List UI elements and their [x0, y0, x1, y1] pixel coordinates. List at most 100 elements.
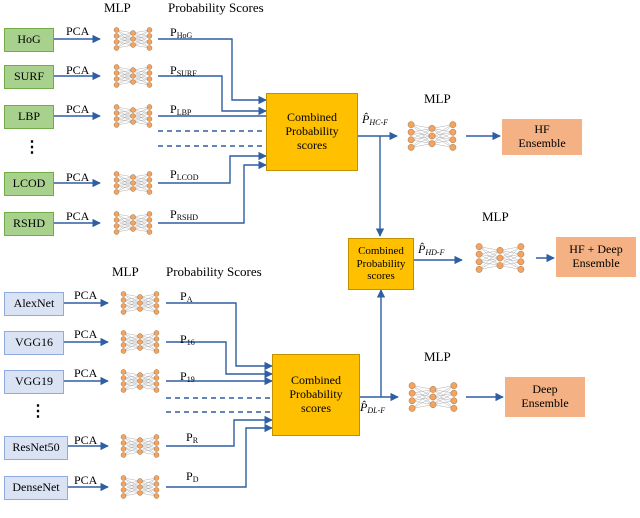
- bottom-probability-header: Probability Scores: [166, 264, 262, 279]
- score-arrow-alexnet: [166, 302, 273, 371]
- deep-ensemble-box: Deep Ensemble: [505, 377, 585, 417]
- mlp-connection: [123, 451, 141, 456]
- mlp-neuron: [146, 229, 153, 235]
- mlp-connection: [123, 480, 141, 485]
- mlp-connection: [139, 489, 157, 494]
- mlp-connection: [132, 225, 150, 230]
- mlp-network-icon-hd: [475, 243, 525, 273]
- mlp-neuron: [113, 110, 120, 116]
- mlp-neuron: [137, 345, 143, 351]
- mlp-neuron: [137, 484, 143, 490]
- mlp-connection: [411, 135, 433, 148]
- mlp-connection: [411, 143, 433, 148]
- mlp-connection: [432, 385, 454, 390]
- mlp-connection: [139, 436, 157, 441]
- mlp-connection: [116, 44, 134, 49]
- mlp-neuron: [153, 336, 160, 342]
- mlp-neuron: [146, 217, 153, 223]
- mlp-neuron: [146, 116, 153, 122]
- mlp-neuron: [113, 171, 120, 177]
- mlp-connection: [132, 72, 150, 83]
- mlp-connection: [116, 32, 134, 37]
- mlp-network-icon-hc: [407, 121, 457, 151]
- prob-score-vgg19: P19: [180, 369, 195, 384]
- mlp-connection: [139, 436, 157, 447]
- mlp-label-hd: MLP: [482, 209, 509, 224]
- pca-label: PCA: [74, 327, 98, 341]
- mlp-connection: [478, 250, 501, 270]
- mlp-connection: [479, 257, 501, 270]
- mlp-neuron: [113, 70, 120, 76]
- mlp-connection: [499, 265, 521, 270]
- mlp-network-icon: [120, 475, 160, 499]
- mlp-connection: [432, 393, 454, 405]
- mlp-connection: [123, 480, 141, 497]
- mlp-neuron: [137, 306, 143, 312]
- mlp-neuron: [120, 342, 127, 348]
- prob-score-vgg16: P16: [180, 332, 195, 347]
- mlp-neuron: [113, 229, 120, 235]
- mlp-connection: [432, 400, 454, 405]
- pca-label: PCA: [74, 473, 98, 487]
- mlp-neuron: [120, 297, 127, 303]
- mlp-neuron: [153, 330, 160, 336]
- mlp-neuron: [153, 342, 160, 348]
- mlp-connection: [139, 371, 157, 388]
- fused-score-hd: P̂HD-F: [418, 242, 445, 257]
- feature-box-lbp: LBP: [4, 105, 54, 129]
- mlp-neuron: [450, 389, 458, 397]
- mlp-connection: [132, 29, 150, 40]
- mlp-connection: [116, 32, 134, 49]
- mlp-neuron: [120, 375, 127, 381]
- mlp-neuron: [146, 64, 153, 70]
- mlp-neuron: [153, 303, 160, 309]
- mlp-neuron: [429, 393, 437, 401]
- top-mlp-header: MLP: [104, 0, 131, 15]
- mlp-neuron: [130, 174, 136, 180]
- mlp-connection: [499, 246, 522, 266]
- mlp-connection: [116, 216, 134, 233]
- mlp-connection: [139, 477, 157, 494]
- mlp-neuron: [407, 121, 415, 128]
- prob-score-lcod: PLCOD: [170, 167, 199, 182]
- top-probability-header: Probability Scores: [168, 0, 264, 15]
- mlp-neuron: [113, 189, 120, 195]
- mlp-neuron: [450, 382, 458, 389]
- mlp-connection: [132, 173, 150, 184]
- mlp-neuron: [496, 254, 504, 262]
- mlp-neuron: [130, 79, 136, 85]
- pca-label: PCA: [74, 288, 98, 302]
- combined-scores-hd: Combined Probability scores: [348, 238, 414, 290]
- mlp-connection: [139, 442, 157, 453]
- mlp-connection: [139, 483, 157, 494]
- mlp-connection: [139, 451, 157, 456]
- mlp-neuron: [428, 140, 436, 147]
- mlp-networks: [113, 27, 525, 499]
- mlp-neuron: [146, 39, 153, 45]
- mlp-connection: [139, 436, 157, 453]
- mlp-neuron: [113, 64, 120, 70]
- mlp-neuron: [120, 452, 127, 458]
- mlp-neuron: [130, 119, 136, 125]
- mlp-connection: [116, 109, 134, 126]
- mlp-connection: [132, 179, 150, 190]
- pca-label: PCA: [74, 366, 98, 380]
- mlp-connection: [499, 246, 521, 251]
- mlp-connection: [123, 341, 141, 352]
- mlp-connection: [139, 477, 157, 488]
- mlp-connection: [132, 173, 150, 178]
- mlp-neuron: [408, 397, 416, 405]
- mlp-connection: [132, 29, 150, 34]
- mlp-neuron: [408, 389, 416, 397]
- mlp-connection: [132, 106, 150, 117]
- mlp-network-icon: [120, 291, 160, 315]
- feature-box-vgg16: VGG16: [4, 331, 64, 355]
- mlp-connection: [139, 344, 157, 349]
- mlp-connection: [139, 299, 157, 310]
- mlp-neuron: [153, 348, 160, 354]
- mlp-neuron: [153, 475, 160, 481]
- mlp-connection: [132, 121, 150, 126]
- mlp-neuron: [153, 291, 160, 297]
- feature-box-alexnet: AlexNet: [4, 292, 64, 316]
- mlp-neuron: [496, 262, 504, 269]
